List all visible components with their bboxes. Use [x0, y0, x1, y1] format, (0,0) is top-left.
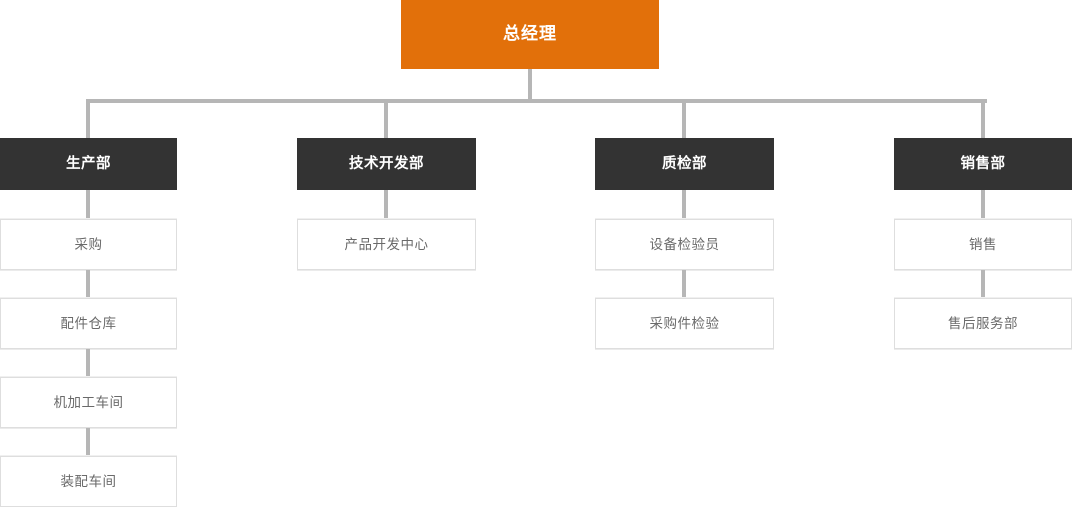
org-node-leaf-1-4-label: 装配车间	[60, 473, 117, 489]
connector-dept-3-to-child-1	[682, 190, 686, 220]
org-node-leaf-1-2[interactable]: 配件仓库	[0, 298, 177, 349]
org-node-dept-3[interactable]: 质检部	[595, 138, 774, 190]
connector-child-1-2-to-1-3	[86, 349, 90, 378]
connector-child-4-1-to-4-2	[981, 270, 985, 299]
org-node-leaf-4-2-label: 售后服务部	[948, 315, 1018, 331]
connector-bus-to-dept-2	[384, 99, 388, 139]
org-node-leaf-2-1[interactable]: 产品开发中心	[297, 219, 476, 270]
connector-child-3-1-to-3-2	[682, 270, 686, 299]
org-node-leaf-1-4[interactable]: 装配车间	[0, 456, 177, 507]
connector-dept-4-to-child-1	[981, 190, 985, 220]
org-node-leaf-1-2-label: 配件仓库	[60, 315, 117, 331]
connector-bus-to-dept-4	[981, 99, 985, 139]
connector-dept-1-to-child-1	[86, 190, 90, 220]
connector-child-1-3-to-1-4	[86, 428, 90, 457]
org-node-leaf-4-1[interactable]: 销售	[894, 219, 1072, 270]
connector-dept-2-to-child-1	[384, 190, 388, 220]
connector-bus-to-dept-1	[86, 99, 90, 139]
org-node-dept-1[interactable]: 生产部	[0, 138, 177, 190]
org-node-leaf-1-1[interactable]: 采购	[0, 219, 177, 270]
org-node-leaf-4-1-label: 销售	[969, 236, 997, 252]
org-node-dept-4-label: 销售部	[960, 155, 1006, 172]
org-node-leaf-3-1-label: 设备检验员	[649, 236, 720, 252]
connector-root-stem	[528, 69, 532, 101]
org-node-root-label: 总经理	[503, 24, 557, 44]
org-node-leaf-4-2[interactable]: 售后服务部	[894, 298, 1072, 349]
org-node-dept-3-label: 质检部	[662, 155, 707, 172]
org-node-leaf-3-1[interactable]: 设备检验员	[595, 219, 774, 270]
org-node-leaf-3-2[interactable]: 采购件检验	[595, 298, 774, 349]
org-node-dept-2[interactable]: 技术开发部	[297, 138, 476, 190]
org-node-leaf-3-2-label: 采购件检验	[649, 315, 720, 331]
connector-bus-to-dept-3	[682, 99, 686, 139]
connector-root-bus	[88, 99, 987, 103]
connector-child-1-1-to-1-2	[86, 270, 90, 299]
org-node-leaf-2-1-label: 产品开发中心	[344, 236, 429, 252]
org-node-leaf-1-3[interactable]: 机加工车间	[0, 377, 177, 428]
org-node-leaf-1-3-label: 机加工车间	[53, 394, 124, 410]
org-node-dept-2-label: 技术开发部	[349, 155, 424, 172]
org-node-dept-1-label: 生产部	[66, 155, 111, 172]
org-node-leaf-1-1-label: 采购	[74, 236, 103, 252]
org-node-root[interactable]: 总经理	[401, 0, 659, 69]
org-node-dept-4[interactable]: 销售部	[894, 138, 1072, 190]
